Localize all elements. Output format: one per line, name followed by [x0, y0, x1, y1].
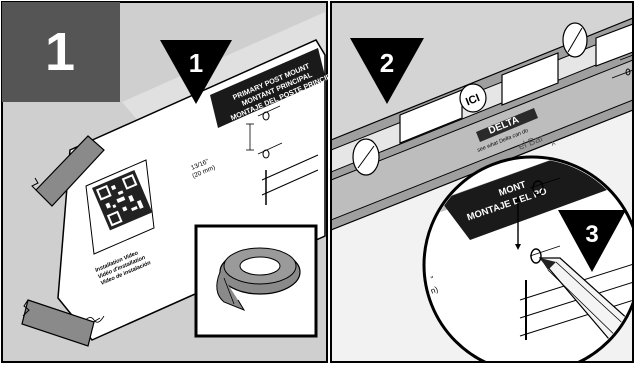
panel-right: ICI DELTA see what Delta can do el Bar A: [331, 2, 635, 365]
svg-text:2: 2: [380, 48, 394, 78]
svg-text:1: 1: [189, 48, 203, 78]
svg-text:3: 3: [585, 221, 598, 248]
step-number: 1: [45, 22, 75, 82]
panel-left: PRIMARY POST MOUNT MONTANT PRINCIPAL MON…: [2, 2, 341, 362]
tape-roll-inset: [196, 226, 316, 336]
